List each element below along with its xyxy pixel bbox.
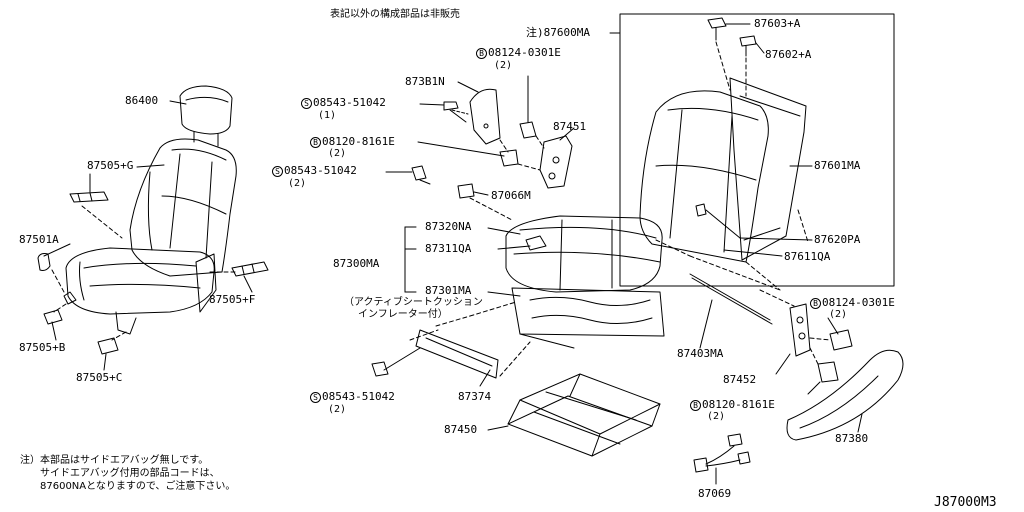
bolt-qty: (2) xyxy=(829,309,848,320)
part-87505-g[interactable]: 87505+G xyxy=(87,159,134,172)
part-87374[interactable]: 87374 xyxy=(458,390,492,403)
part-87311qa[interactable]: 87311QA xyxy=(425,242,472,255)
cushion-note-line2: インフレーター付） xyxy=(358,309,448,320)
bolt-symbol-icon: B xyxy=(690,400,701,411)
part-87069[interactable]: 87069 xyxy=(698,487,732,500)
bolt-code: 08120-8161E xyxy=(702,398,775,411)
part-87320na[interactable]: 87320NA xyxy=(425,220,472,233)
screw-symbol-icon: S xyxy=(301,98,312,109)
screw-code: 08543-51042 xyxy=(322,390,395,403)
bolt-symbol-icon: B xyxy=(476,48,487,59)
screw-code: 08543-51042 xyxy=(284,164,357,177)
part-87505-f[interactable]: 87505+F xyxy=(209,293,256,306)
part-87602-a[interactable]: 87602+A xyxy=(765,48,812,61)
screw-code: 08543-51042 xyxy=(313,96,386,109)
part-86400[interactable]: 86400 xyxy=(125,94,159,107)
part-87620pa[interactable]: 87620PA xyxy=(814,233,861,246)
footnote-line3: 87600NAとなりますので、ご注意下さい。 xyxy=(40,481,236,492)
screw-qty: (2) xyxy=(328,404,347,415)
part-87501a[interactable]: 87501A xyxy=(19,233,59,246)
part-87603-a[interactable]: 87603+A xyxy=(754,17,801,30)
diagram-code: J87000M3 xyxy=(934,495,997,510)
part-87452[interactable]: 87452 xyxy=(723,373,757,386)
part-87300ma[interactable]: 87300MA xyxy=(333,257,380,270)
seatback-assembly-drawing xyxy=(609,13,904,485)
part-87600ma[interactable]: 注)87600MA xyxy=(526,26,590,39)
part-87505-c[interactable]: 87505+C xyxy=(76,371,123,384)
complete-seat-drawing xyxy=(37,85,269,371)
screw-symbol-icon: S xyxy=(272,166,283,177)
bolt-qty: (2) xyxy=(494,60,513,71)
bolt-qty: (2) xyxy=(707,411,726,422)
part-87505-b[interactable]: 87505+B xyxy=(19,341,66,354)
part-87601ma[interactable]: 87601MA xyxy=(814,159,861,172)
part-87611qa[interactable]: 87611QA xyxy=(784,250,831,263)
part-87066m[interactable]: 87066M xyxy=(491,189,531,202)
cushion-note-line1: （アクティブシートクッション xyxy=(344,297,483,308)
header-note: 表記以外の構成部品は非販売 xyxy=(330,9,460,20)
screw-qty: (1) xyxy=(318,110,337,121)
part-87450[interactable]: 87450 xyxy=(444,423,478,436)
bolt-symbol-icon: B xyxy=(810,298,821,309)
bolt-symbol-icon: B xyxy=(310,137,321,148)
part-873b1n[interactable]: 873B1N xyxy=(405,75,445,88)
part-87301ma[interactable]: 87301MA xyxy=(425,284,472,297)
part-87451[interactable]: 87451 xyxy=(553,120,587,133)
screw-symbol-icon: S xyxy=(310,392,321,403)
footnote-line2: サイドエアバッグ付用の部品コードは、 xyxy=(40,468,220,479)
bolt-code: 08120-8161E xyxy=(322,135,395,148)
part-87403ma[interactable]: 87403MA xyxy=(677,347,724,360)
bolt-code: 08124-0301E xyxy=(822,296,895,309)
bolt-qty: (2) xyxy=(328,148,347,159)
screw-qty: (2) xyxy=(288,178,307,189)
footnote-line1: 注）本部品はサイドエアバッグ無しです。 xyxy=(20,455,209,466)
cushion-assembly-drawing xyxy=(371,75,665,457)
part-87380[interactable]: 87380 xyxy=(835,432,869,445)
bolt-code: 08124-0301E xyxy=(488,46,561,59)
